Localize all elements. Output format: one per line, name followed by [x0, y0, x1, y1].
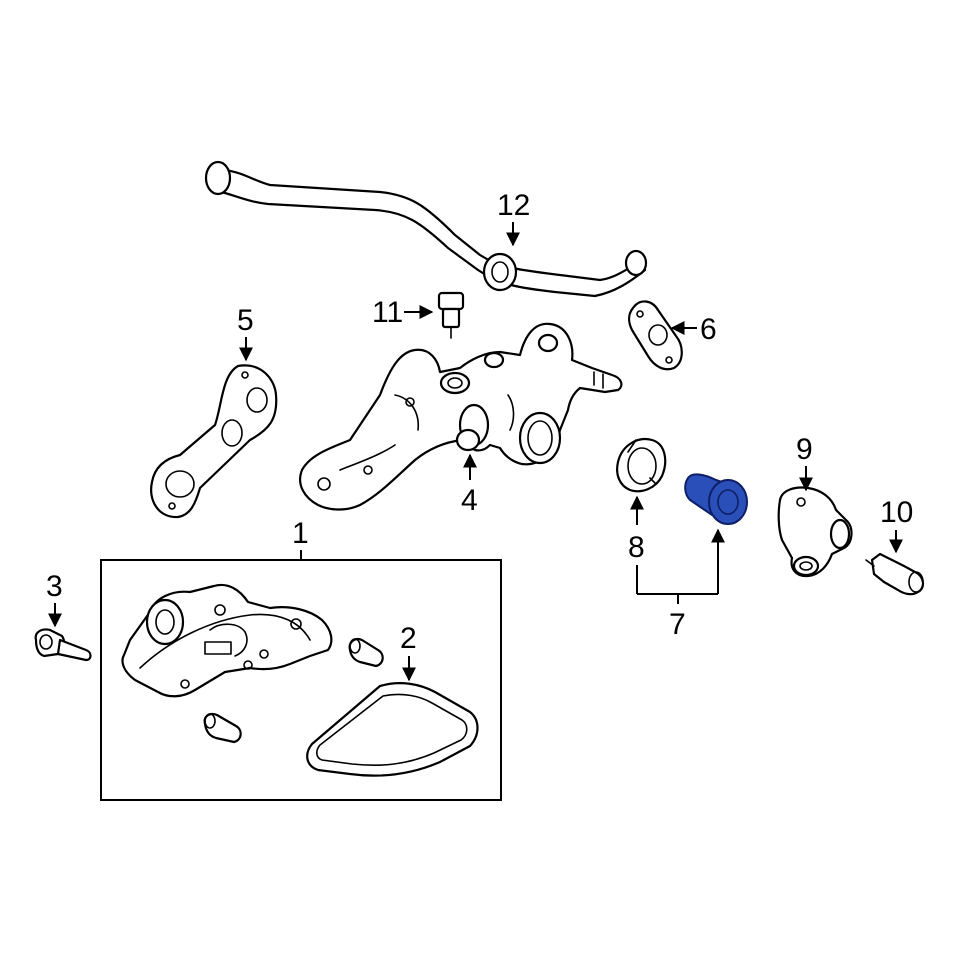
callout-8-label: 8 [628, 531, 645, 564]
callout-3: 3 [46, 570, 63, 628]
callout-7-label: 7 [669, 608, 686, 641]
callout-10-label: 10 [880, 496, 913, 529]
callout-6: 6 [670, 313, 717, 346]
callout-9: 9 [796, 433, 813, 492]
callout-11: 11 [372, 296, 434, 329]
callout-1: 1 [100, 517, 502, 801]
callout-5-label: 5 [237, 304, 254, 337]
callout-4-label: 4 [461, 484, 478, 517]
callout-8: 8 [628, 495, 645, 564]
callout-12-label: 12 [497, 189, 530, 222]
callout-11-label: 11 [372, 296, 403, 329]
coolant-sensor-part[interactable] [865, 552, 925, 596]
callout-2: 2 [400, 622, 417, 682]
callout-9-label: 9 [796, 433, 813, 466]
temperature-sensor-part[interactable] [437, 291, 465, 339]
callout-10: 10 [880, 496, 913, 554]
thermostat-housing-part[interactable] [299, 322, 623, 511]
dowel-pin-upper-part[interactable] [348, 638, 384, 668]
water-pump-part[interactable] [121, 583, 333, 698]
callout-12: 12 [497, 189, 530, 247]
water-pump-kit-box [100, 559, 502, 801]
dowel-pin-lower-part[interactable] [203, 712, 242, 744]
callout-4: 4 [461, 453, 478, 517]
thermostat-part-highlighted[interactable] [684, 473, 748, 525]
callout-2-label: 2 [400, 622, 417, 655]
callout-7: 7 [636, 528, 725, 641]
pump-bolt-part[interactable] [34, 628, 92, 662]
pump-gasket-part[interactable] [306, 682, 479, 777]
callout-6-label: 6 [700, 313, 717, 346]
outlet-gasket-part[interactable] [628, 300, 683, 371]
gasket-part[interactable] [150, 364, 278, 519]
seal-ring-part[interactable] [616, 438, 667, 493]
water-outlet-part[interactable] [777, 486, 853, 578]
coolant-pipe-part[interactable] [204, 160, 648, 298]
callout-1-label: 1 [292, 517, 309, 550]
callout-5: 5 [237, 304, 254, 362]
callout-3-label: 3 [46, 570, 63, 603]
